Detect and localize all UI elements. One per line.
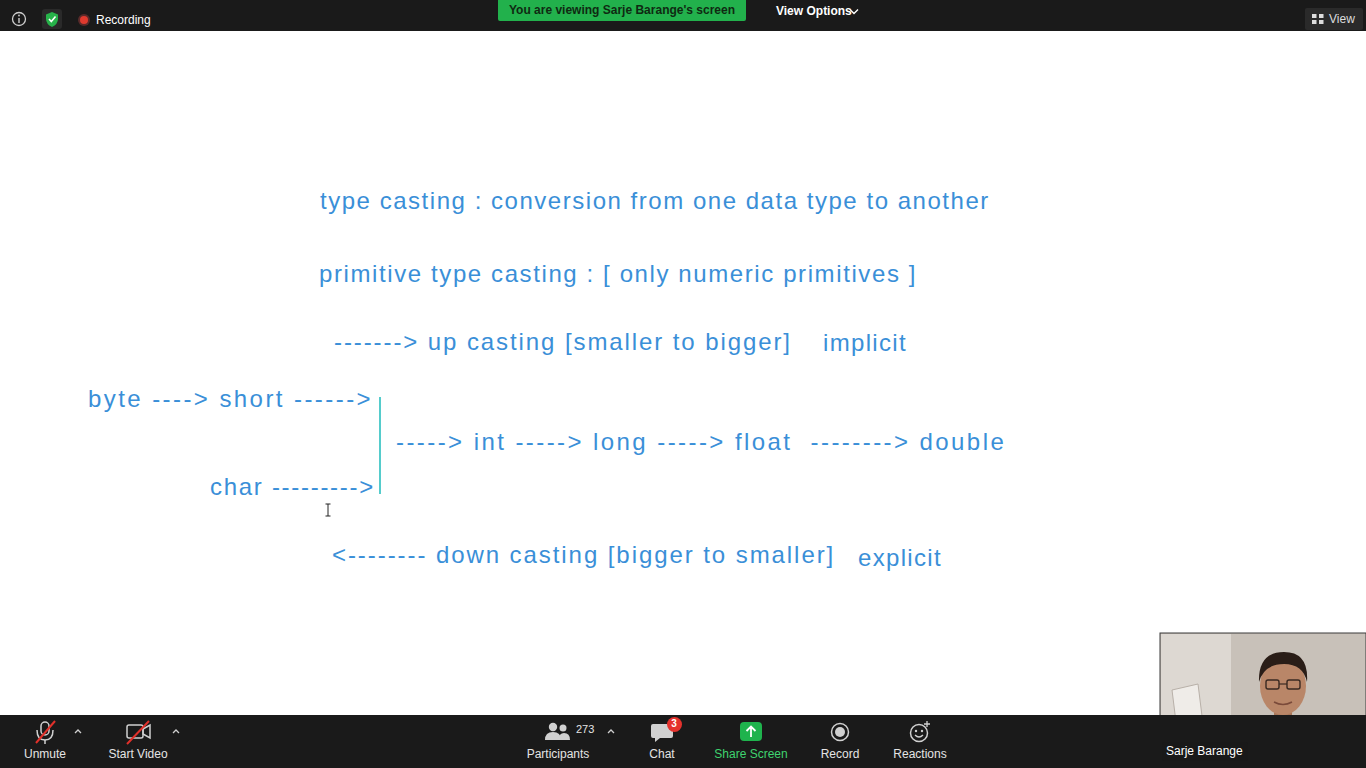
video-off-icon — [127, 721, 150, 744]
notification-badge: 3 — [667, 717, 682, 732]
text-cursor — [326, 504, 331, 516]
bottom-toolbar — [0, 715, 1366, 768]
mic-muted-icon — [36, 721, 55, 744]
toolbar-label: Share Screen — [714, 747, 787, 761]
toolbar-label: Record — [821, 747, 860, 761]
toolbar-label: Participants — [527, 747, 590, 761]
branch-bracket — [379, 397, 381, 494]
menu-label: View Options — [776, 4, 852, 18]
definition-text: type casting : conversion from one data … — [320, 187, 990, 216]
direction-arrow-text: <-------- down casting [bigger to smalle… — [332, 541, 835, 570]
security-shield — [42, 9, 62, 29]
node-label: Sarje Barange — [1166, 744, 1243, 758]
node-label: View — [1329, 12, 1355, 26]
recording-dot — [78, 14, 90, 26]
toolbar-label: Unmute — [24, 747, 66, 761]
type-chain-text: char ---------> — [210, 473, 375, 502]
type-chain-text: byte ----> short ------> — [88, 385, 373, 414]
node-label: You are viewing Sarje Barange's screen — [509, 3, 735, 17]
direction-arrow-text: -------> up casting [smaller to bigger] — [334, 328, 792, 357]
record-icon — [832, 724, 849, 741]
top-bar — [0, 0, 1366, 31]
screen-share-banner: You are viewing Sarje Barange's screen — [498, 0, 746, 21]
type-chain-text: -----> int -----> long -----> float ----… — [396, 428, 1006, 457]
share-screen-icon — [740, 722, 762, 741]
definition-text: primitive type casting : [ only numeric … — [319, 260, 917, 289]
grid-icon — [1312, 13, 1324, 25]
cast-kind: implicit — [823, 329, 907, 358]
status-text: Recording — [96, 13, 151, 27]
reactions-icon — [911, 721, 931, 742]
toolbar-label: Start Video — [108, 747, 167, 761]
name-tag: Sarje Barange — [1162, 742, 1248, 761]
info-icon — [13, 13, 26, 26]
menu-caret — [608, 730, 614, 733]
cast-kind: explicit — [858, 544, 942, 573]
toolbar-label: Reactions — [893, 747, 946, 761]
toolbar-label: Chat — [649, 747, 674, 761]
node-label: 3 — [671, 718, 677, 730]
participant-count: 273 — [576, 723, 594, 736]
participants-icon — [545, 723, 570, 740]
menu-caret — [75, 730, 81, 733]
menu-caret — [173, 730, 179, 733]
view-button: View — [1305, 8, 1363, 30]
